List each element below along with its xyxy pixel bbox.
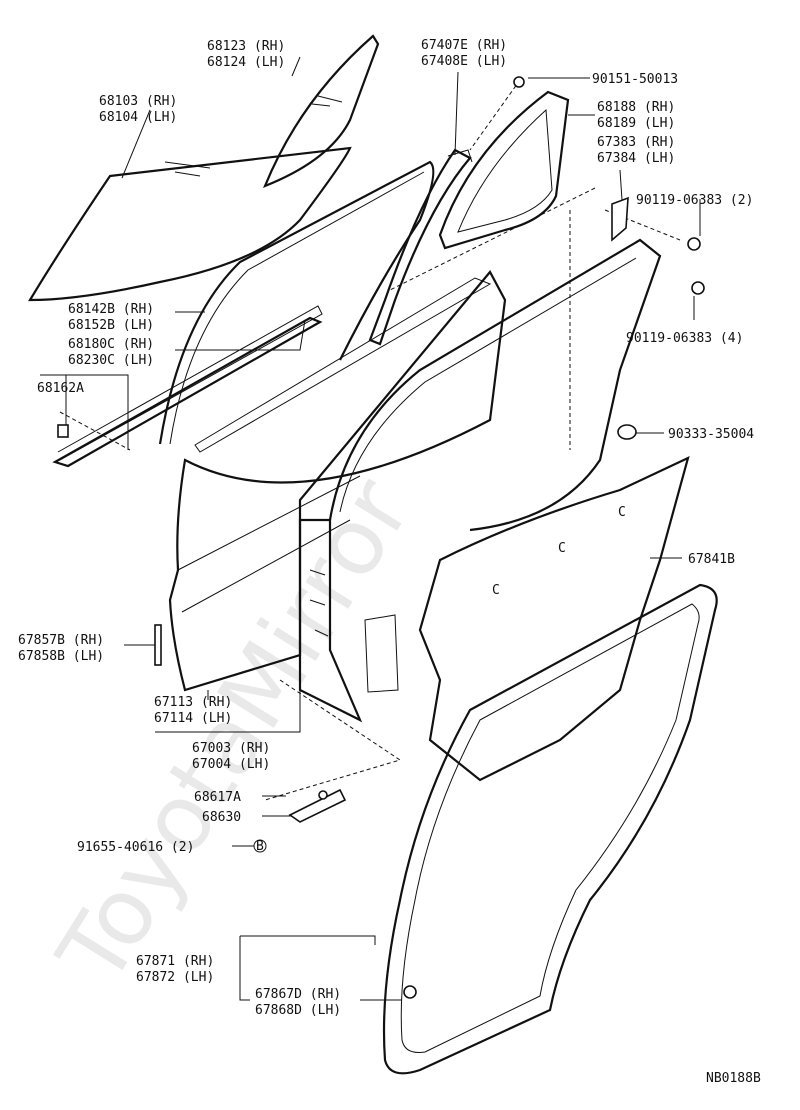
label-67114: 67114 (LH) bbox=[154, 711, 232, 726]
door-glass bbox=[28, 146, 352, 302]
label-68617A: 68617A bbox=[194, 790, 241, 805]
label-67871: 67871 (RH) bbox=[136, 954, 214, 969]
label-67867D: 67867D (RH) bbox=[255, 987, 341, 1002]
leader-lines bbox=[40, 56, 701, 1001]
label-90119-06383-4: 90119-06383 (4) bbox=[626, 331, 743, 346]
outer-door-panel bbox=[168, 270, 507, 692]
label-67857B: 67857B (RH) bbox=[18, 633, 104, 648]
label-68123: 68123 (RH) bbox=[207, 39, 285, 54]
diagram-code: NB0188B bbox=[706, 1071, 761, 1086]
svg-text:B: B bbox=[256, 839, 264, 854]
label-67384: 67384 (LH) bbox=[597, 151, 675, 166]
label-68152B: 68152B (LH) bbox=[68, 318, 154, 333]
label-90333-35004: 90333-35004 bbox=[668, 427, 754, 442]
plug-icon bbox=[617, 424, 637, 440]
bolt-icon bbox=[691, 281, 705, 295]
service-hole-cover: C C C bbox=[418, 455, 690, 782]
label-67113: 67113 (RH) bbox=[154, 695, 232, 710]
label-67407E: 67407E (RH) bbox=[421, 38, 507, 53]
screw-icon bbox=[513, 76, 525, 88]
label-67408E: 67408E (LH) bbox=[421, 54, 507, 69]
label-68142B: 68142B (RH) bbox=[68, 302, 154, 317]
label-67004: 67004 (LH) bbox=[192, 757, 270, 772]
door-weatherstrip bbox=[382, 583, 718, 1075]
label-67872: 67872 (LH) bbox=[136, 970, 214, 985]
seal-strip-icon bbox=[154, 624, 162, 666]
label-68124: 68124 (LH) bbox=[207, 55, 285, 70]
label-67383: 67383 (RH) bbox=[597, 135, 675, 150]
svg-text:C: C bbox=[618, 505, 626, 520]
label-68180C: 68180C (RH) bbox=[68, 337, 154, 352]
label-68189: 68189 (LH) bbox=[597, 116, 675, 131]
label-68230C: 68230C (LH) bbox=[68, 353, 154, 368]
label-67868D: 67868D (LH) bbox=[255, 1003, 341, 1018]
label-67003: 67003 (RH) bbox=[192, 741, 270, 756]
quarter-weatherstrip bbox=[438, 90, 570, 250]
svg-text:C: C bbox=[558, 541, 566, 556]
label-68104: 68104 (LH) bbox=[99, 110, 177, 125]
bolt-icon bbox=[687, 237, 701, 251]
belt-moulding bbox=[52, 305, 323, 468]
label-68103: 68103 (RH) bbox=[99, 94, 177, 109]
label-67841B: 67841B bbox=[688, 552, 735, 567]
svg-text:C: C bbox=[492, 583, 500, 598]
label-90119-06383-2: 90119-06383 (2) bbox=[636, 193, 753, 208]
division-bar bbox=[368, 148, 473, 346]
part-labels: 68123 (RH) 68124 (LH) 68103 (RH) 68104 (… bbox=[18, 38, 754, 1018]
clip-icon bbox=[57, 424, 69, 438]
label-67858B: 67858B (LH) bbox=[18, 649, 104, 664]
label-68188: 68188 (RH) bbox=[597, 100, 675, 115]
quarter-glass bbox=[263, 34, 380, 188]
check-arm-icon bbox=[288, 788, 347, 823]
label-91655-40616: 91655-40616 (2) bbox=[77, 840, 194, 855]
label-68162A: 68162A bbox=[37, 381, 84, 396]
label-90151-50013: 90151-50013 bbox=[592, 72, 678, 87]
clip-icon bbox=[403, 985, 417, 999]
glass-run-channel bbox=[158, 160, 435, 445]
label-68630: 68630 bbox=[202, 810, 241, 825]
bracket-icon bbox=[611, 196, 629, 242]
pin-icon bbox=[318, 790, 328, 800]
